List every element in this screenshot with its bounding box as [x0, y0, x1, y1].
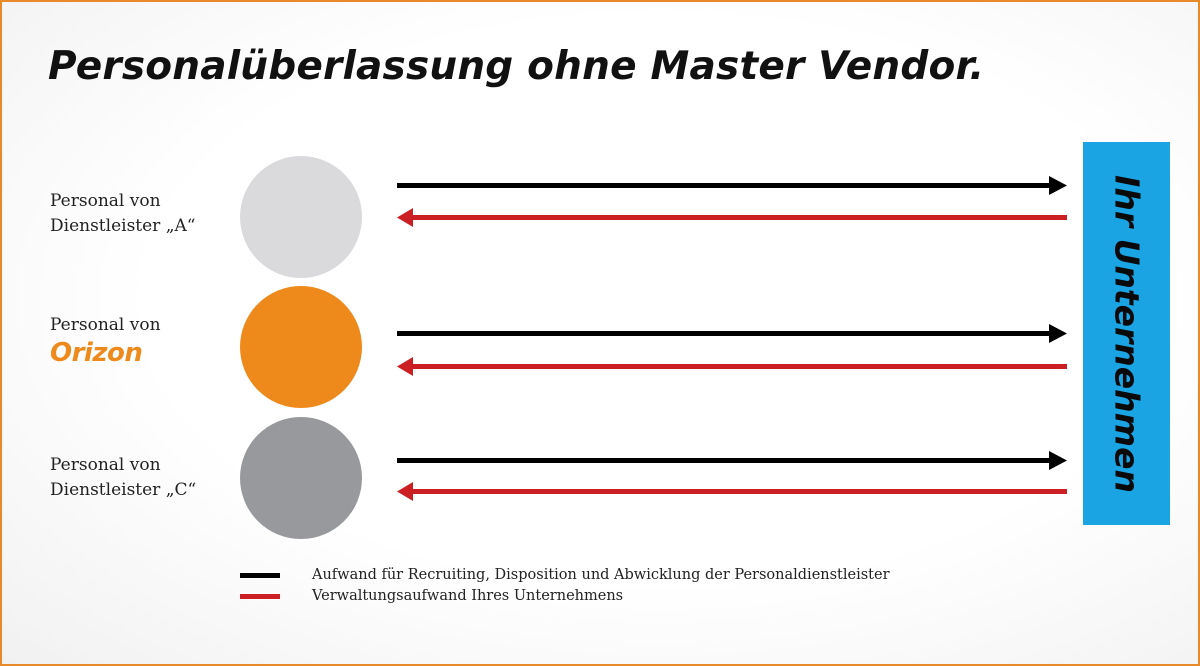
legend-admin-line — [240, 594, 280, 599]
legend-admin-text: Verwaltungsaufwand Ihres Unternehmens — [312, 588, 624, 604]
row-label-a: Personal von Dienstleister „A“ — [50, 189, 196, 239]
arrow-admin-orizon — [397, 357, 1067, 376]
arrow-effort-c — [397, 451, 1067, 470]
arrow-admin-c — [397, 482, 1067, 501]
row-label-orizon: Personal von Orizon — [50, 313, 161, 368]
orizon-logo: Orizon — [50, 338, 143, 368]
row-label-c-line1: Personal von — [50, 455, 161, 475]
arrow-effort-a — [397, 176, 1067, 195]
arrow-admin-a — [397, 208, 1067, 227]
arrows-layer — [397, 176, 1067, 501]
company-label: Ihr Unternehmen — [1107, 174, 1146, 493]
company-box: Ihr Unternehmen — [1083, 142, 1170, 525]
row-label-orizon-line1: Personal von — [50, 315, 161, 335]
page-title: Personalüberlassung ohne Master Vendor. — [48, 44, 985, 89]
provider-a-circle — [240, 156, 362, 278]
provider-c-circle — [240, 417, 362, 539]
row-label-a-line2: Dienstleister „A“ — [50, 216, 196, 236]
row-label-c: Personal von Dienstleister „C“ — [50, 453, 196, 503]
legend-effort-text: Aufwand für Recruiting, Disposition und … — [312, 567, 890, 583]
arrow-effort-orizon — [397, 324, 1067, 343]
legend-effort-line — [240, 573, 280, 578]
row-label-c-line2: Dienstleister „C“ — [50, 480, 197, 500]
row-label-a-line1: Personal von — [50, 191, 161, 211]
orizon-circle — [240, 286, 362, 408]
